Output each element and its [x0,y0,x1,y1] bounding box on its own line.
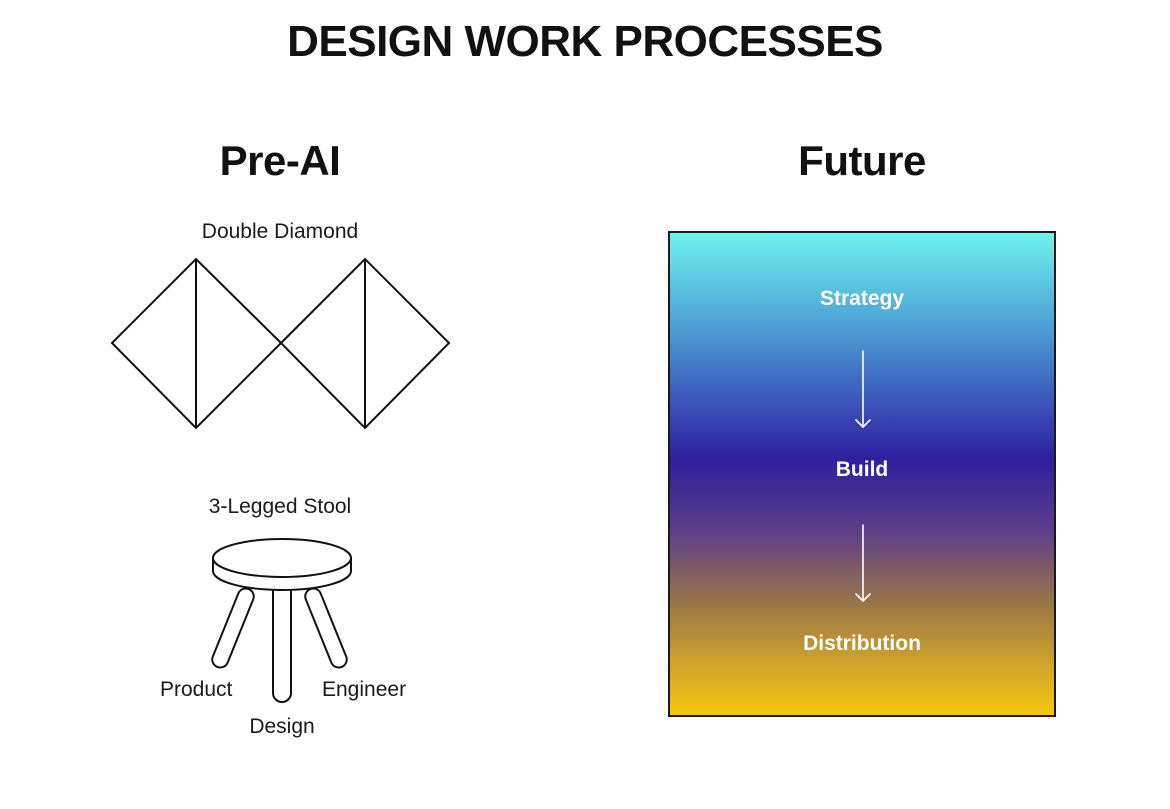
stage-distribution: Distribution [803,632,921,655]
pre-ai-heading: Pre-AI [219,137,341,184]
arrow-down-icon [855,524,871,602]
stool-icon [211,538,352,703]
double-diamond-label: Double Diamond [201,220,359,243]
stool-label: 3-Legged Stool [208,495,352,518]
arrow-down-icon [855,350,871,428]
stage-build: Build [835,458,889,481]
stool-leg-product: Product [160,678,233,701]
double-diamond-icon [110,257,451,430]
stool-leg-design: Design [249,715,315,738]
future-heading: Future [798,137,926,184]
stool-leg-engineer: Engineer [322,678,407,701]
page-title: DESIGN WORK PROCESSES [287,17,883,66]
stage-strategy: Strategy [819,287,905,310]
future-process-box: Strategy Build Distribution [668,231,1056,717]
